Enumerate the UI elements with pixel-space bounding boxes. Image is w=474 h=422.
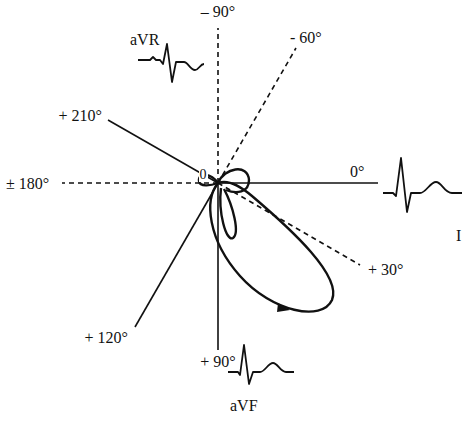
angle-label: ± 180°: [6, 176, 49, 192]
origin-label: 0: [199, 168, 208, 182]
lead-name: aVR: [130, 32, 159, 48]
ecg-complexes: [138, 44, 462, 384]
ecg-lead-i: [383, 158, 462, 212]
lead-name: aVF: [230, 398, 258, 414]
axis-90: [217, 183, 219, 350]
ecg-avr: [138, 44, 204, 82]
angle-label: 0°: [350, 164, 364, 180]
angle-label: - 60°: [290, 30, 322, 46]
axis-210: [108, 120, 218, 183]
angle-label: + 90°: [199, 354, 236, 370]
qrs-loop: [210, 182, 333, 312]
axis-0: [218, 182, 378, 184]
axis-minus60: [218, 48, 296, 183]
direction-arrow: [277, 303, 290, 312]
axes: [62, 28, 378, 350]
lead-name: I: [456, 228, 461, 244]
angle-label: + 210°: [59, 108, 102, 124]
axis-minus90: [217, 28, 219, 183]
ecg-avf: [228, 345, 294, 384]
angle-label: – 90°: [201, 4, 235, 20]
angle-label: + 30°: [368, 262, 403, 278]
t-loop: [220, 188, 235, 238]
angle-label: + 120°: [85, 330, 128, 346]
p-loop-right: [218, 169, 249, 192]
axis-180: [62, 182, 218, 184]
axis-30: [218, 183, 360, 265]
axis-120: [135, 183, 218, 327]
vector-loops: [199, 169, 333, 311]
